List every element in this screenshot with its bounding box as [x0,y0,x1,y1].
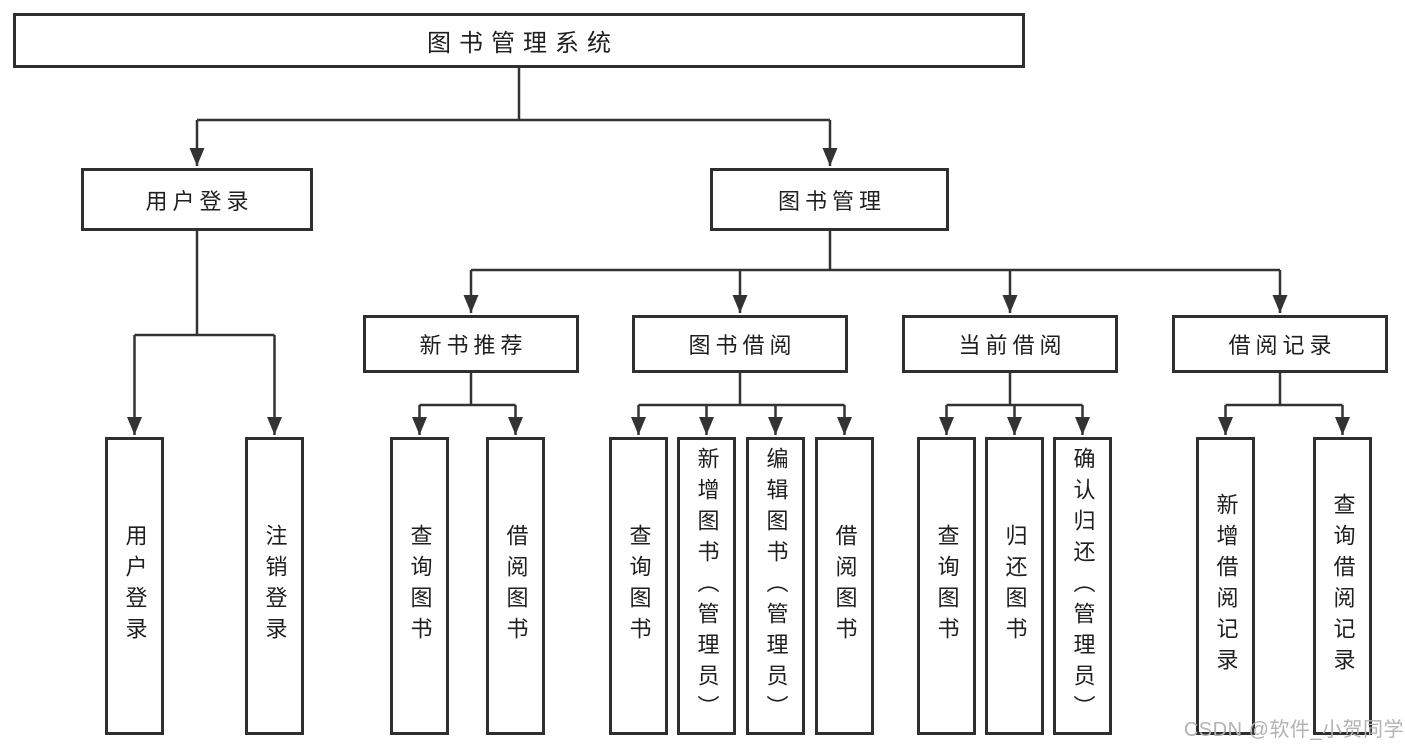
node-borrow-record: 借阅记录 [1172,315,1388,373]
leaf-confirm-return-admin: 确认归还（管理员） [1053,437,1112,735]
node-label: 编辑图书（管理员） [763,446,789,726]
node-label: 图书借阅 [688,333,797,358]
node-book-management: 图书管理 [710,168,949,231]
node-label: 新增图书（管理员） [694,446,720,726]
leaf-query-borrow-record: 查询借阅记录 [1313,437,1372,735]
node-label: 借阅图书 [503,524,529,648]
node-label: 新增借阅记录 [1213,493,1239,679]
node-label: 用户登录 [122,524,148,648]
node-label: 用户登录 [145,188,254,214]
leaf-edit-books-admin: 编辑图书（管理员） [746,437,805,735]
node-label: 借阅记录 [1228,333,1337,358]
node-label: 注销登录 [262,524,288,648]
leaf-query-books-borrow: 查询图书 [609,437,668,735]
leaf-return-books: 归还图书 [985,437,1044,735]
node-new-book-recommend: 新书推荐 [363,315,579,373]
leaf-query-books-current: 查询图书 [917,437,976,735]
node-label: 新书推荐 [419,333,528,358]
node-label: 确认归还（管理员） [1070,446,1096,726]
leaf-borrow-books-recommend: 借阅图书 [486,437,545,735]
node-user-login: 用户登录 [81,168,313,231]
node-label: 查询图书 [407,524,433,648]
node-label: 查询借阅记录 [1330,493,1356,679]
leaf-user-login: 用户登录 [105,437,164,735]
csdn-watermark: CSDN @软件_小贺同学 [1183,719,1404,741]
node-label: 查询图书 [934,524,960,648]
leaf-add-books-admin: 新增图书（管理员） [677,437,736,735]
node-label: 借阅图书 [832,524,858,648]
node-book-borrow: 图书借阅 [632,315,848,373]
node-label: 图书管理 [777,188,886,214]
node-current-borrow: 当前借阅 [902,315,1118,373]
node-label: 图书管理系统 [427,30,619,57]
node-label: 归还图书 [1002,524,1028,648]
node-label: 当前借阅 [958,333,1067,358]
leaf-borrow-books: 借阅图书 [815,437,874,735]
leaf-query-books-recommend: 查询图书 [390,437,449,735]
leaf-add-borrow-record: 新增借阅记录 [1196,437,1255,735]
leaf-logout: 注销登录 [245,437,304,735]
node-system-root: 图书管理系统 [13,13,1025,68]
node-label: 查询图书 [626,524,652,648]
